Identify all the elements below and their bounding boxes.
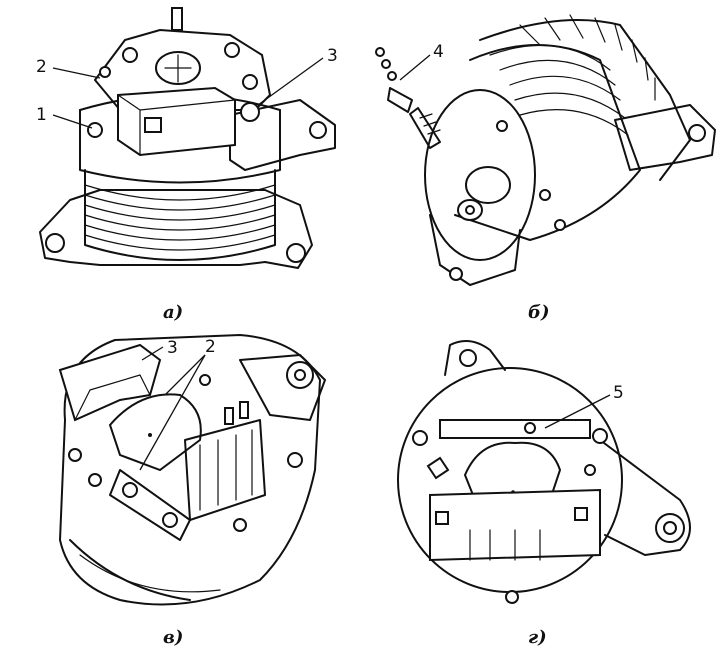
- leader-v2a: [164, 354, 206, 396]
- callout-v3: 3: [167, 338, 178, 358]
- callout-a3: 3: [327, 46, 338, 66]
- panel-label-v: в): [163, 627, 183, 648]
- leader-g5: [544, 394, 611, 429]
- callout-v2: 2: [205, 337, 216, 357]
- leader-a3: [257, 57, 324, 106]
- leader-a1: [52, 114, 93, 129]
- leader-lines: [52, 54, 611, 471]
- panel-label-g: г): [528, 627, 547, 648]
- callout-b4: 4: [433, 42, 444, 62]
- panel-a-drawing: [39, 7, 336, 269]
- panel-label-a: а): [163, 302, 183, 323]
- leader-a2: [52, 67, 101, 79]
- panel-b-drawing: [375, 14, 716, 286]
- callout-a2: 2: [36, 57, 47, 77]
- callout-g5: 5: [613, 383, 624, 403]
- leader-b4: [399, 54, 431, 81]
- panel-g-drawing: [397, 340, 691, 604]
- panel-v-drawing: [58, 334, 326, 606]
- leader-v2b: [139, 354, 206, 471]
- leader-v3: [141, 346, 164, 361]
- panel-label-b: б): [528, 302, 550, 323]
- callout-a1: 1: [36, 105, 47, 125]
